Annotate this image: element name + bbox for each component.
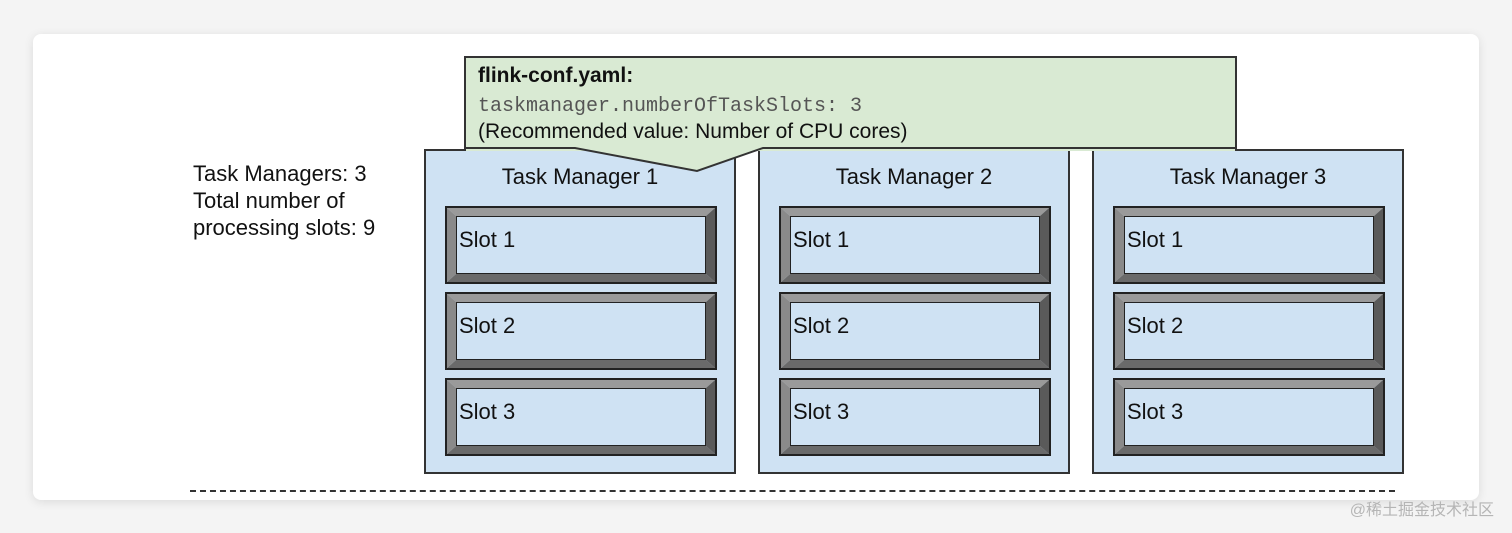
slot-inner [790, 216, 1040, 274]
slot-bevel [1115, 380, 1383, 454]
slot-bevel [781, 380, 1049, 454]
slot-box: Slot 1 [445, 206, 717, 284]
summary-line-task-managers: Task Managers: 3 [193, 161, 367, 186]
slot-inner [1124, 302, 1374, 360]
slot-inner [456, 388, 706, 446]
watermark: @稀土掘金技术社区 [1349, 502, 1494, 519]
task-manager-1: Task Manager 1 Slot 1 Slot 2 Slot 3 [424, 149, 736, 474]
slot-box: Slot 1 [1113, 206, 1385, 284]
slot-inner [1124, 388, 1374, 446]
summary-line-total: Total number of [193, 188, 345, 213]
slot-box: Slot 3 [779, 378, 1051, 456]
slot-label: Slot 3 [459, 399, 516, 424]
config-callout: flink-conf.yaml: taskmanager.numberOfTas… [464, 56, 1237, 151]
slot-box: Slot 3 [1113, 378, 1385, 456]
slot-bevel [781, 294, 1049, 368]
slot-box: Slot 3 [445, 378, 717, 456]
slot-label: Slot 1 [459, 227, 516, 252]
config-file-name: flink-conf.yaml: [478, 64, 634, 87]
slot-inner [790, 388, 1040, 446]
task-manager-3: Task Manager 3 Slot 1 Slot 2 Slot 3 [1092, 149, 1404, 474]
slot-box: Slot 2 [1113, 292, 1385, 370]
slot-label: Slot 3 [1127, 399, 1184, 424]
slot-label: Slot 3 [793, 399, 850, 424]
task-manager-title: Task Manager 1 [501, 164, 659, 189]
config-setting: taskmanager.numberOfTaskSlots: 3 [478, 95, 863, 118]
cluster-summary: Task Managers: 3 Total number of process… [193, 160, 375, 241]
task-manager-title: Task Manager 3 [1169, 164, 1327, 189]
slot-inner [456, 302, 706, 360]
slot-label: Slot 2 [1127, 313, 1184, 338]
slot-inner [456, 216, 706, 274]
slot-label: Slot 1 [1127, 227, 1184, 252]
slot-bevel [781, 208, 1049, 282]
slot-inner [790, 302, 1040, 360]
slot-label: Slot 1 [793, 227, 850, 252]
slot-bevel [447, 294, 715, 368]
slot-box: Slot 1 [779, 206, 1051, 284]
slot-box: Slot 2 [779, 292, 1051, 370]
task-manager-2: Task Manager 2 Slot 1 Slot 2 Slot 3 [758, 149, 1070, 474]
config-note: (Recommended value: Number of CPU cores) [478, 120, 908, 143]
slot-bevel [1115, 294, 1383, 368]
summary-line-slots: processing slots: 9 [193, 215, 376, 240]
slot-bevel [447, 208, 715, 282]
slot-bevel [1115, 208, 1383, 282]
slot-inner [1124, 216, 1374, 274]
slot-box: Slot 2 [445, 292, 717, 370]
slot-label: Slot 2 [459, 313, 516, 338]
task-manager-title: Task Manager 2 [835, 164, 993, 189]
slot-bevel [447, 380, 715, 454]
slot-label: Slot 2 [793, 313, 850, 338]
dashed-separator [190, 490, 1395, 492]
